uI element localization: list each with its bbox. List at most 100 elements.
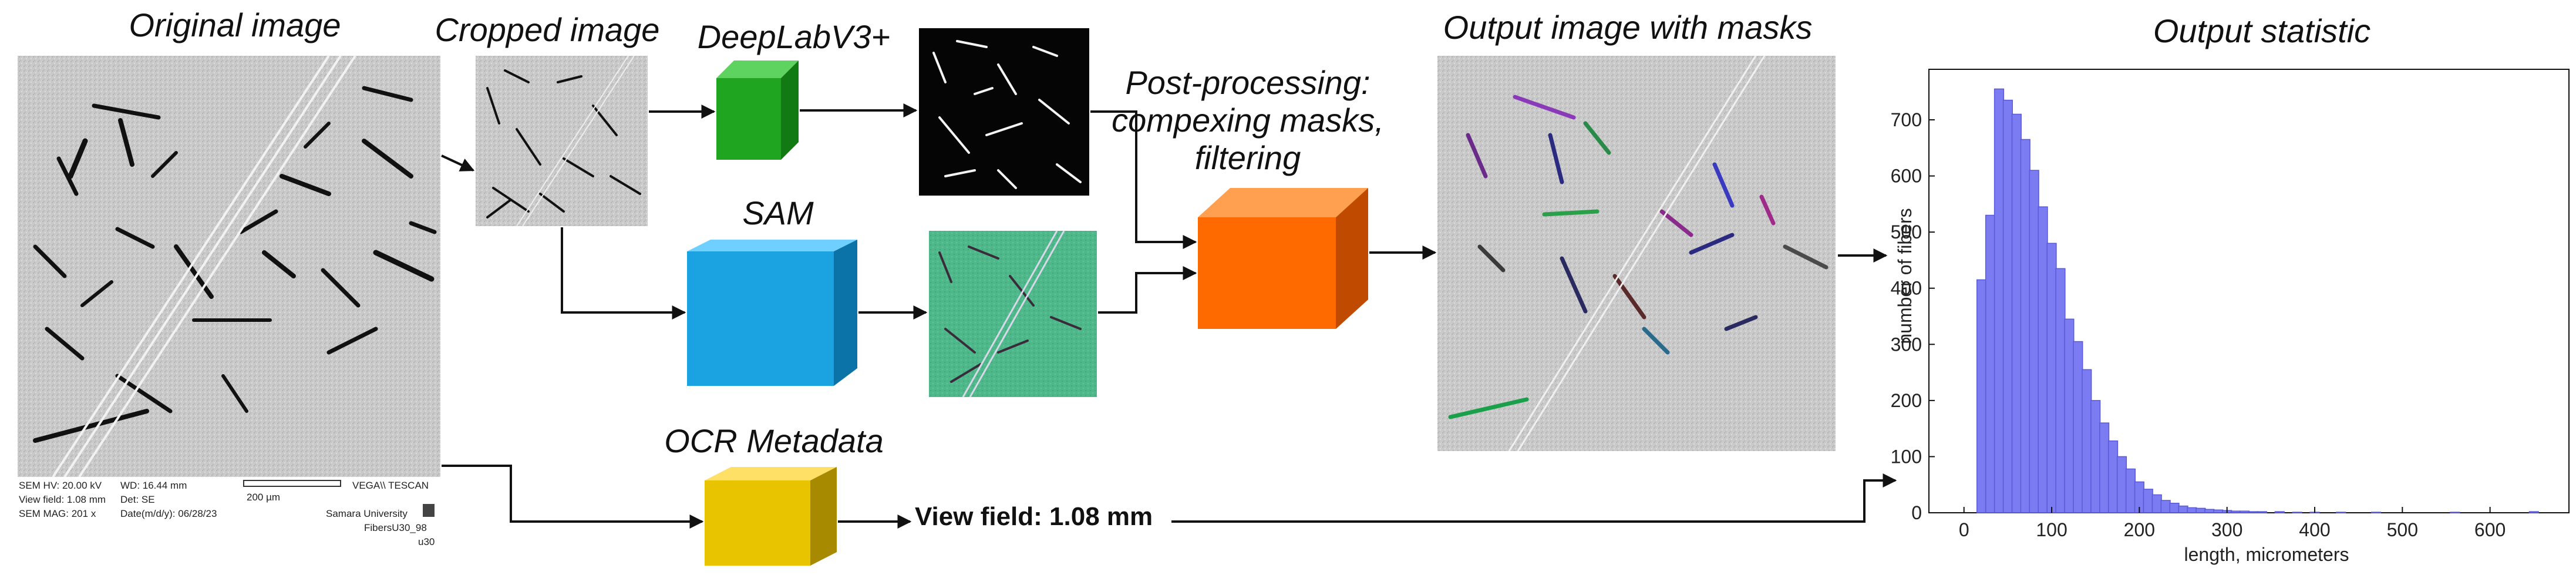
histogram-chart: 0 100 200 300 400 500 600 0 100 200 300 400 500 600 7… [1891, 69, 2570, 565]
histogram-bar [1976, 279, 1987, 513]
scale-bar [243, 480, 341, 487]
histogram-bar [2038, 206, 2048, 513]
histogram-y-ticks: 0 100 200 300 400 500 600 700 [1891, 109, 1935, 523]
y-tick-label: 300 [1891, 334, 1922, 355]
histogram-bar [2064, 318, 2075, 513]
histogram-bar [1985, 214, 1996, 513]
arrow-original-to-cropped [441, 154, 475, 172]
histogram-bar [2125, 468, 2136, 513]
sem-scale: 200 µm [247, 492, 280, 503]
histogram-bar [2011, 113, 2022, 513]
y-tick-label: 700 [1891, 109, 1922, 130]
sem-university: Samara University [326, 508, 408, 519]
histogram-bar [2248, 511, 2259, 513]
histogram-bar [2160, 500, 2171, 513]
ocr-cube-face [705, 480, 810, 566]
histogram-x-ticks: 0 100 200 300 400 500 600 [1959, 507, 2506, 540]
histogram-bar [2020, 139, 2031, 513]
postprocessing-cube-face [1198, 217, 1336, 329]
sem-file: FibersU30_98 [364, 522, 427, 533]
y-tick-label: 100 [1891, 446, 1922, 467]
histogram-bar [2055, 268, 2066, 513]
histogram-bar [2116, 456, 2127, 513]
histogram-bar [2099, 422, 2110, 513]
histogram-bar [2292, 512, 2302, 513]
label-postprocessing-1: Post-processing: [1125, 64, 1370, 101]
histogram-bar [2107, 440, 2119, 513]
x-tick-label: 500 [2387, 519, 2418, 540]
y-tick-label: 200 [1891, 390, 1922, 411]
y-tick-label: 400 [1891, 278, 1922, 299]
x-tick-label: 0 [1959, 519, 1969, 540]
x-tick-label: 300 [2211, 519, 2242, 540]
sem-logo-mark [423, 504, 435, 517]
sem-det: Det: SE [120, 494, 155, 505]
label-sam: SAM [742, 194, 814, 231]
histogram-bar [2257, 511, 2267, 513]
label-ocr-metadata: OCR Metadata [664, 422, 884, 459]
histogram-bar [2196, 507, 2206, 513]
y-tick-label: 600 [1891, 166, 1922, 187]
output-masks-image [1437, 55, 1836, 452]
deeplab-cube-face [716, 78, 781, 160]
arrow-mask-to-post [1090, 110, 1197, 249]
deeplab-cube [716, 60, 799, 160]
histogram-bar [2204, 509, 2215, 513]
x-tick-label: 100 [2036, 519, 2067, 540]
original-sem-image: SEM HV: 20.00 kV WD: 16.44 mm View field… [18, 55, 440, 556]
histogram-bar [2090, 400, 2101, 513]
histogram-bar [2169, 503, 2180, 513]
sem-mag: SEM MAG: 201 x [19, 508, 96, 519]
x-tick-label: 200 [2124, 519, 2155, 540]
histogram-bar [2002, 99, 2013, 513]
label-output-masks: Output image with masks [1443, 9, 1813, 46]
view-field-value: View field: 1.08 mm [915, 502, 1153, 531]
postprocessing-cube [1198, 188, 1368, 329]
histogram-bar [2370, 512, 2382, 513]
histogram-bar [1994, 88, 2005, 513]
sam-output-image [929, 230, 1097, 398]
histogram-bar [2336, 512, 2346, 513]
histogram-bar [2046, 243, 2057, 513]
sem-view: View field: 1.08 mm [19, 494, 106, 505]
sem-code: u30 [418, 536, 435, 547]
histogram-bar [2073, 341, 2083, 513]
histogram-bar [2213, 509, 2224, 513]
histogram-bar [2187, 507, 2197, 513]
label-postprocessing-3: filtering [1195, 139, 1301, 176]
label-original-image: Original image [129, 6, 341, 43]
sam-cube [687, 240, 857, 386]
sem-date: Date(m/d/y): 06/28/23 [120, 508, 217, 519]
histogram-bar [2082, 369, 2092, 513]
label-cropped-image: Cropped image [435, 11, 660, 48]
histogram-bar [2239, 510, 2250, 513]
histogram-ylabel: number of fibers [1894, 208, 1915, 344]
sem-wd: WD: 16.44 mm [120, 480, 187, 491]
histogram-bar [2178, 505, 2188, 513]
x-tick-label: 600 [2474, 519, 2506, 540]
sam-cube-face [687, 251, 834, 386]
label-postprocessing-2: compexing masks, [1112, 102, 1384, 139]
histogram-bar [2450, 512, 2460, 513]
x-tick-label: 400 [2299, 519, 2330, 540]
deeplab-mask-image [919, 28, 1089, 196]
arrow-cropped-to-sam [561, 227, 686, 320]
histogram-bar [2274, 511, 2285, 513]
arrow-samimg-to-post [1098, 266, 1197, 314]
ocr-cube [705, 467, 837, 566]
y-tick-label: 0 [1911, 502, 1922, 523]
y-tick-label: 500 [1891, 221, 1922, 243]
sem-brand: VEGA\\ TESCAN [352, 480, 429, 491]
arrow-text-to-stat [1171, 473, 1897, 523]
histogram-bar [2151, 494, 2162, 513]
arrow-original-to-ocr [442, 465, 704, 529]
label-output-statistic: Output statistic [2153, 12, 2370, 49]
histogram-bar [2528, 511, 2539, 513]
histogram-bar [2231, 510, 2241, 513]
cropped-image [476, 55, 648, 227]
histogram-bar [2029, 170, 2039, 513]
flow-arrows [441, 103, 1897, 529]
label-deeplab: DeepLabV3+ [698, 18, 891, 55]
histogram-xlabel: length, micrometers [2184, 544, 2349, 565]
